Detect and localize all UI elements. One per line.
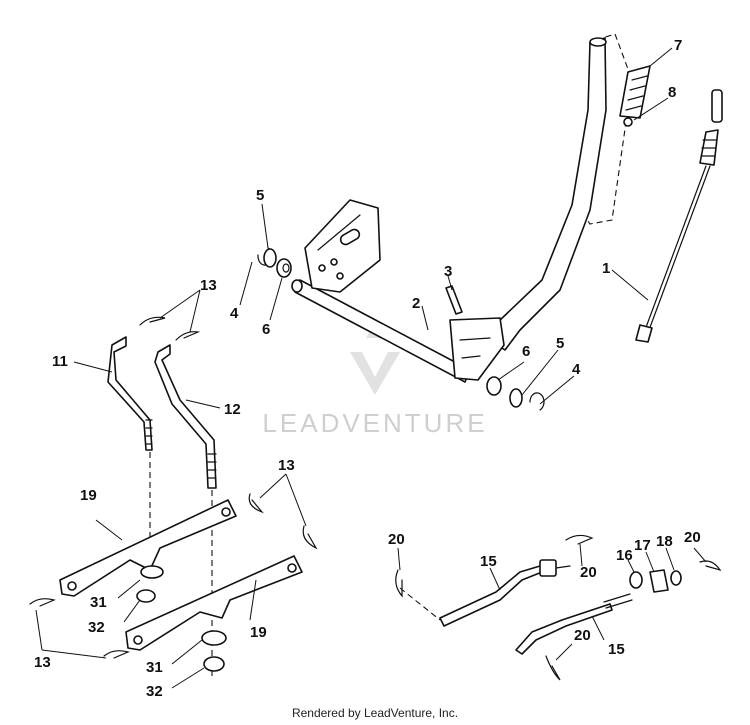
lever-grip-ghost [579,33,633,225]
roll-pin [445,285,463,315]
callout-20-b: 20 [580,564,597,581]
left-shaft-hardware [257,247,292,278]
footer-credit: Rendered by LeadVenture, Inc. [291,706,459,720]
callout-12: 12 [224,401,241,418]
lift-link-right [154,344,217,489]
hairpin-13-mid-b [302,525,318,550]
callout-7: 7 [674,37,682,54]
lift-arm-upper [59,499,237,597]
mounting-bracket [304,199,381,293]
callout-32-lower: 32 [146,683,163,700]
callout-31-lower: 31 [146,659,163,676]
spacer-nut-upper [136,565,164,603]
lift-lever-assembly [291,37,607,383]
hairpin-13-mid-a [248,493,264,514]
callout-32-upper: 32 [88,619,105,636]
callout-5-right: 5 [556,335,564,352]
callout-numbers: 1 2 3 4 4 5 5 6 6 7 8 11 12 13 13 13 15 … [34,37,701,700]
cross-rod-lower [515,593,633,655]
hairpin-20-a [395,569,403,598]
callout-2: 2 [412,295,420,312]
leadventure-watermark: LEADVENTURE [262,322,487,438]
hairpin-20-b [565,534,594,545]
callout-20-c: 20 [684,529,701,546]
lift-arm-lower [125,555,303,651]
hairpin-20-c [699,560,722,572]
leader-lines [35,47,707,689]
callout-15-lower: 15 [608,641,625,658]
callout-11: 11 [52,353,68,370]
callout-1: 1 [602,260,610,277]
callout-6-right: 6 [522,343,530,360]
callout-3: 3 [444,263,452,280]
cross-rod-upper [439,559,571,627]
hairpin-13-top-b [175,331,201,341]
hairpin-13-top-a [139,316,166,326]
callout-13-low: 13 [34,654,51,671]
spacer-nut-lower [201,630,227,672]
callout-8: 8 [668,84,676,101]
callout-20-a: 20 [388,531,405,548]
callout-17: 17 [634,537,651,554]
watermark-text: LEADVENTURE [262,408,487,438]
callout-15-upper: 15 [480,553,497,570]
hairpin-20-d [545,655,561,681]
callout-19-lower: 19 [250,624,267,641]
hairpin-13-low-a [29,598,56,607]
callout-20-d: 20 [574,627,591,644]
lever-grip [619,65,651,127]
trunnion-hardware [629,569,682,593]
callout-13-mid: 13 [278,457,295,474]
callout-4-right: 4 [572,361,581,378]
callout-31-upper: 31 [90,594,107,611]
callout-6-left: 6 [262,321,270,338]
hairpin-13-low-b [103,650,130,659]
callout-13-top: 13 [200,277,217,294]
callout-16: 16 [616,547,633,564]
right-shaft-hardware [486,376,545,411]
height-adjust-rod [635,89,723,343]
callout-4-left: 4 [230,305,239,322]
callout-19-upper: 19 [80,487,97,504]
callout-18: 18 [656,533,673,550]
callout-5-left: 5 [256,187,264,204]
lift-link-left [107,336,153,451]
